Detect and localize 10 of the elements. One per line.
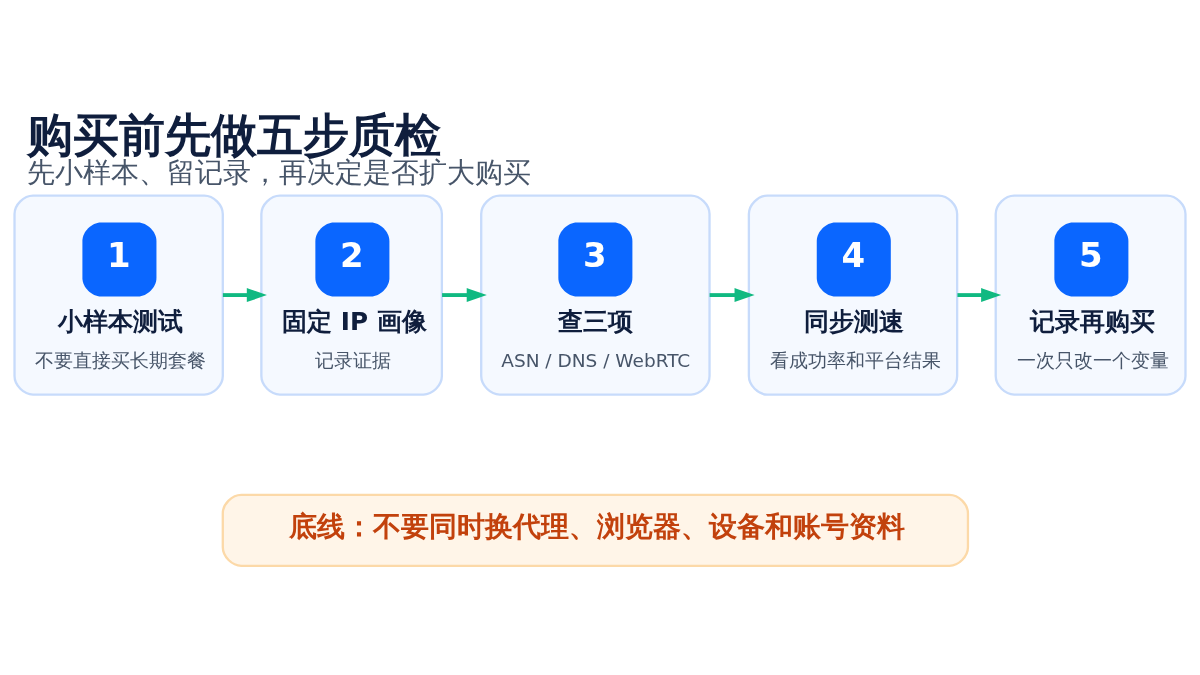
node-box: 4 同步测速 看成功率和平台结果 <box>747 194 959 396</box>
arrow <box>222 288 267 303</box>
node-box: 1 小样本测试 不要直接买长期套餐 <box>13 194 224 396</box>
node-box: 底线：不要同时换代理、浏览器、设备和账号资料 <box>221 493 970 567</box>
node-box: 3 查三项 ASN / DNS / WebRTC <box>480 194 711 396</box>
node-box: 5 记录再购买 一次只改一个变量 <box>994 194 1187 396</box>
arrow <box>709 288 755 303</box>
arrow <box>957 288 1002 303</box>
arrow <box>442 288 487 303</box>
node-box: 2 固定 IP 画像 记录证据 <box>260 194 444 396</box>
